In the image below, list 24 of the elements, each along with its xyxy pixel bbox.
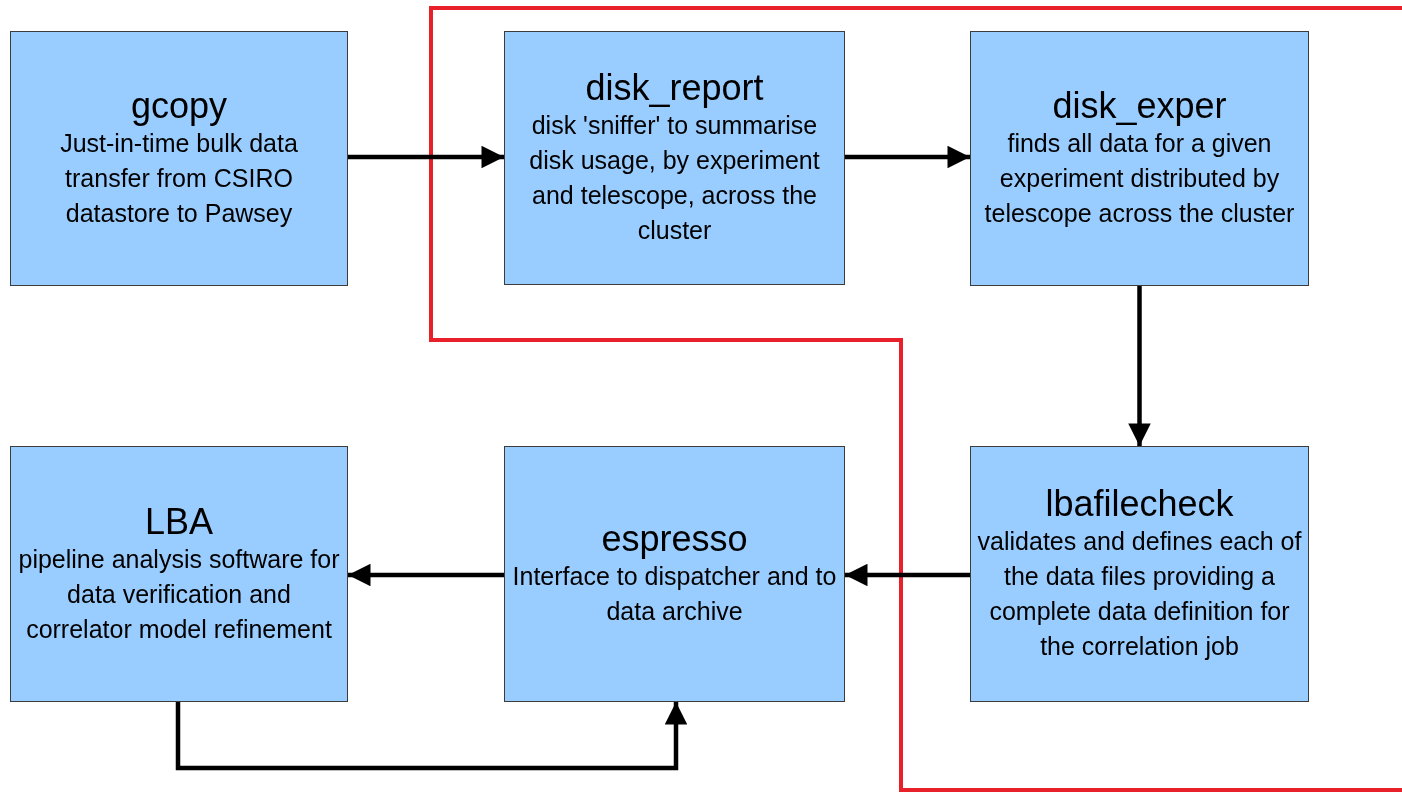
box-description: Just-in-time bulk data transfer from CSIRO datastore to Pawsey <box>59 128 299 229</box>
process-box <box>504 31 845 285</box>
box-title: LBA <box>144 501 213 542</box>
process-box <box>970 446 1309 702</box>
box-title: gcopy <box>130 86 228 126</box>
arrow <box>175 702 688 771</box>
process-box <box>10 446 348 702</box>
arrow <box>845 145 970 169</box>
box-title: lbafilecheck <box>1045 484 1234 524</box>
box-description: finds all data for a given experiment distributed by telescope across the cluster <box>983 128 1296 229</box>
process-box <box>504 446 845 702</box>
arrow <box>348 145 504 169</box>
box-description: pipeline analysis software for data verification and correlator model refinement <box>17 543 341 645</box>
box-description: validates and defines each of the data files providing a complete data definition for the correlation job <box>977 526 1302 662</box>
box-title: disk_exper <box>1052 86 1227 126</box>
process-box <box>970 31 1309 286</box>
box-description: Interface to dispatcher and to data archive <box>511 561 838 627</box>
box-description: disk 'sniffer' to summarise disk usage, by experiment and telescope, across the cluster <box>528 110 821 246</box>
process-box <box>10 31 348 286</box>
box-title: espresso <box>601 519 748 559</box>
arrow <box>845 563 970 587</box>
arrow <box>1128 286 1151 446</box>
arrow <box>348 563 504 587</box>
box-title: disk_report <box>585 68 764 108</box>
